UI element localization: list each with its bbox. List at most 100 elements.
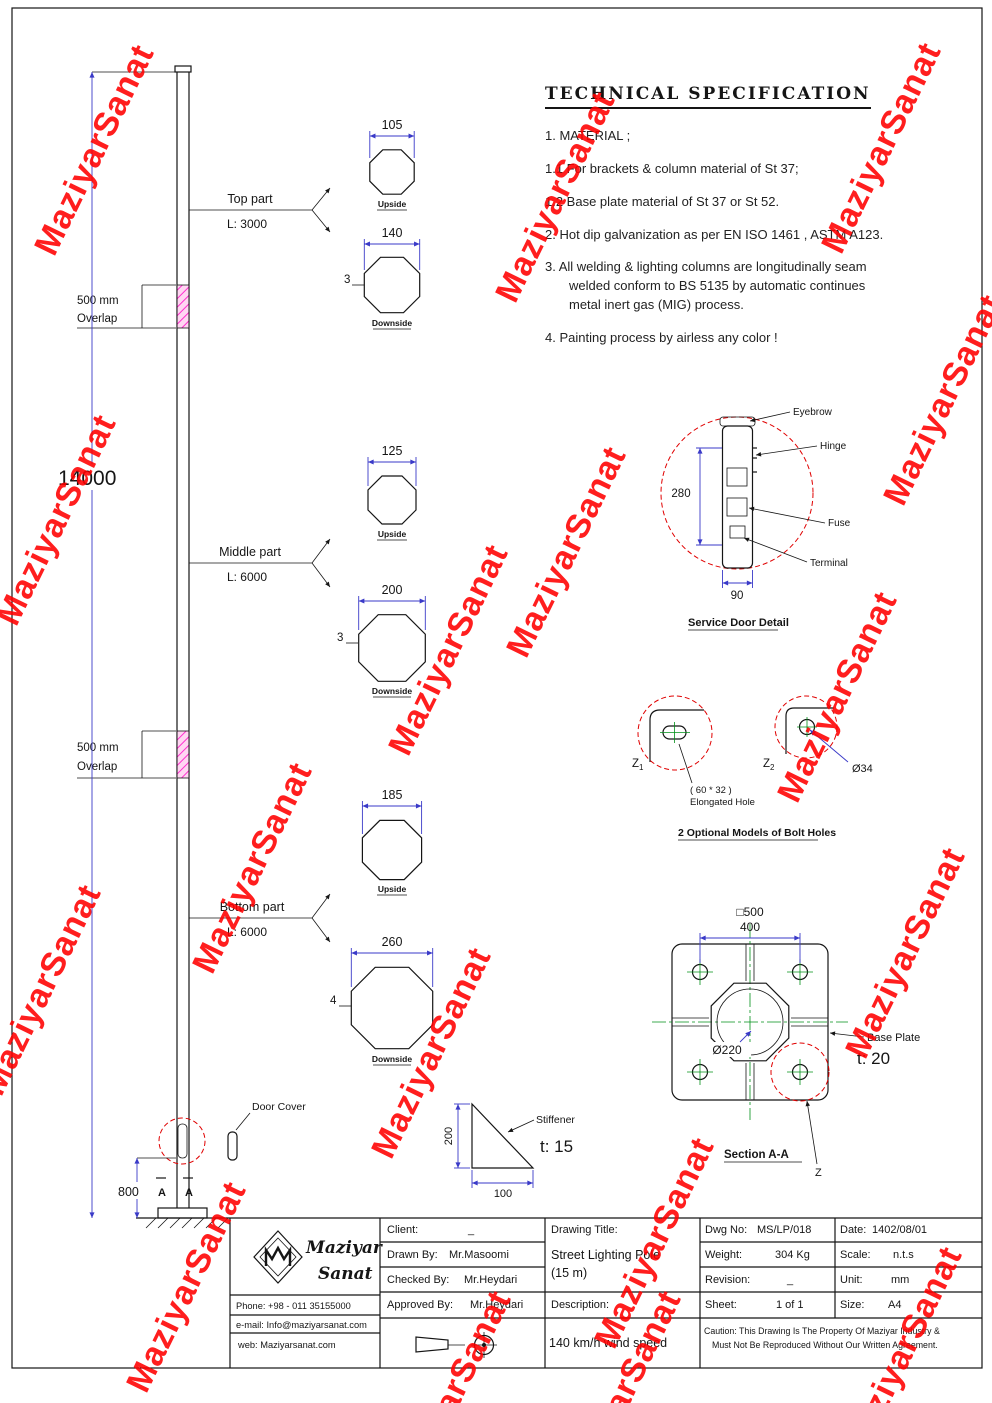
stiffener-thickness: t: 15 (540, 1137, 573, 1156)
base-plate-section: □500 400 Ø220 Base Plate t: 20 Z Section… (652, 905, 920, 1179)
approved-by-value: Mr.Heydari (470, 1299, 524, 1311)
z2-label: Z2 (763, 758, 775, 772)
section-bottom-upside: 185 Upside (361, 788, 423, 896)
hinge-label: Hinge (820, 441, 847, 452)
overlap-annotation-bottom: 500 mm Overlap (77, 730, 176, 779)
fuse-label: Fuse (828, 518, 851, 529)
caution-line1: Caution: This Drawing Is The Property Of… (704, 1326, 940, 1336)
company-name-2: Sanat (318, 1264, 373, 1284)
service-door-title: Service Door Detail (688, 617, 789, 629)
spec-item-welding: 3. All welding & lighting columns are lo… (545, 259, 867, 313)
middle-upside-label: Upside (378, 529, 407, 539)
company-email: e-mail: Info@maziyarsanat.com (236, 1320, 367, 1330)
checked-by-value: Mr.Heydari (464, 1274, 518, 1286)
top-downside-label: Downside (372, 318, 412, 328)
scale-value: n.t.s (893, 1249, 914, 1261)
part-annotation-top: Top part L: 3000 (189, 187, 331, 233)
date-value: 1402/08/01 (872, 1224, 928, 1236)
dim-top-downside: 140 (382, 226, 403, 240)
unit-value: mm (891, 1274, 910, 1286)
section-bottom-downside: 260 4 Downside (330, 935, 434, 1066)
bottom-downside-label: Downside (372, 1054, 412, 1064)
middle-downside-label: Downside (372, 686, 412, 696)
weight-label: Weight: (705, 1249, 743, 1261)
section-aa-title: Section A-A (724, 1149, 789, 1161)
overlap-top-dim: 500 mm (77, 295, 119, 307)
section-mark-a-left: A (158, 1187, 166, 1199)
technical-specification: TECHNICAL SPECIFICATION 1. MATERIAL ; 1.… (545, 84, 893, 362)
z1-label: Z1 (632, 758, 644, 772)
page-border (11, 7, 983, 1369)
dwg-no-label: Dwg No: (705, 1224, 748, 1236)
overlap-bottom-dim: 500 mm (77, 742, 119, 754)
z-reference-label: Z (815, 1167, 822, 1179)
company-web: web: Maziyarsanat.com (238, 1340, 336, 1350)
stiffener-label: Stiffener (536, 1114, 575, 1126)
elongated-hole-label: Elongated Hole (690, 797, 755, 808)
bottom-upside-label: Upside (378, 884, 407, 894)
spec-item-galvanization: 2. Hot dip galvanization as per EN ISO 1… (545, 226, 884, 242)
top-part-name: Top part (227, 192, 273, 206)
dim-door-height: 280 (671, 488, 690, 500)
drawn-by-label: Drawn By: (387, 1249, 438, 1261)
section-middle-downside: 200 3 Downside (337, 583, 426, 698)
dim-door-width: 90 (731, 590, 744, 602)
thickness-middle: 3 (337, 632, 343, 644)
client-label: Client: (387, 1224, 419, 1236)
company-logo-icon (253, 1230, 303, 1284)
sheet-value: 1 of 1 (776, 1299, 804, 1311)
part-annotation-middle: Middle part L: 6000 (189, 538, 331, 588)
terminal-label: Terminal (810, 558, 848, 569)
bottom-part-name: Bottom part (220, 900, 285, 914)
caution-line2: Must Not Be Reproduced Without Our Writt… (712, 1340, 938, 1350)
description-label: Description: (551, 1299, 610, 1311)
stiffener-detail: 200 100 Stiffener t: 15 (443, 1102, 575, 1200)
middle-part-name: Middle part (219, 545, 281, 559)
dim-bottom-downside: 260 (382, 935, 403, 949)
client-value: _ (468, 1224, 475, 1236)
dim-bottom-upside: 185 (382, 788, 403, 802)
section-top-upside: 105 Upside (369, 118, 415, 211)
dim-middle-downside: 200 (382, 583, 403, 597)
size-value: A4 (888, 1299, 902, 1311)
section-middle-upside: 125 Upside (367, 444, 417, 541)
company-phone: Phone: +98 - 011 35155000 (236, 1301, 351, 1311)
overlap-annotation-top: 500 mm Overlap (77, 284, 176, 329)
unit-label: Unit: (840, 1274, 863, 1286)
dim-bolt-spacing: 400 (740, 920, 760, 934)
approved-by-label: Approved By: (387, 1299, 454, 1311)
service-door-detail: 280 90 Eyebrow Hinge Fuse Terminal Servi… (660, 407, 851, 631)
overlap-bottom-label: Overlap (77, 761, 117, 773)
dim-plate-outer: □500 (736, 905, 764, 919)
checked-by-label: Checked By: (387, 1274, 450, 1286)
pole-elevation (136, 65, 230, 1229)
scale-label: Scale: (840, 1249, 871, 1261)
middle-part-length: L: 6000 (227, 570, 267, 584)
revision-label: Revision: (705, 1274, 751, 1286)
top-upside-label: Upside (378, 199, 407, 209)
dim-14000: 14000 (58, 467, 116, 490)
thickness-top: 3 (344, 274, 350, 286)
part-annotation-bottom: Bottom part L: 6000 (189, 893, 331, 943)
spec-item-brackets: 1.1 For brackets & column material of St… (545, 160, 799, 176)
spec-item-material: 1. MATERIAL ; (545, 128, 631, 143)
weight-value: 304 Kg (775, 1249, 810, 1261)
dim-top-upside: 105 (382, 118, 403, 132)
bolt-hole-options: Z1 ( 60 * 32 ) Elongated Hole Z2 Ø34 2 O… (632, 695, 873, 841)
spec-item-painting: 4. Painting process by airless any color… (545, 329, 778, 345)
dim-total-height: 14000 (52, 71, 175, 1219)
section-mark-a-right: A (185, 1187, 193, 1199)
sheet-label: Sheet: (705, 1299, 737, 1311)
date-label: Date: (840, 1224, 867, 1236)
dim-pole-diameter: Ø220 (712, 1043, 742, 1057)
size-label: Size: (840, 1299, 865, 1311)
bottom-door-detail-circle (158, 1117, 206, 1165)
pole-sketch-icon (415, 1332, 497, 1358)
dim-800: 800 (118, 1185, 139, 1199)
drawing-title-label: Drawing Title: (551, 1224, 618, 1236)
eyebrow-label: Eyebrow (793, 407, 833, 418)
dim-stiffener-height: 200 (443, 1127, 455, 1145)
dim-stiffener-width: 100 (494, 1188, 512, 1200)
section-top-downside: 140 3 Downside (344, 226, 421, 330)
